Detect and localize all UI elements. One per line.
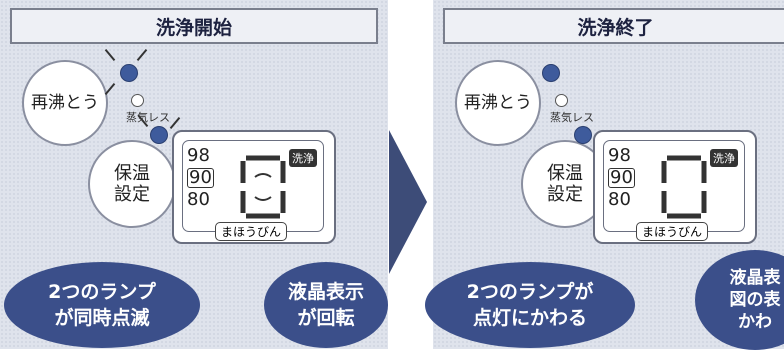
panel-title: 洗浄終了 (443, 8, 784, 44)
wash-end-panel: 洗浄終了 再沸とう 蒸気レス 保温 設定 98 90 80 洗浄 まほうびん 2… (425, 0, 784, 350)
wash-badge: 洗浄 (289, 149, 317, 167)
steamless-lamp-icon (131, 94, 144, 107)
wash-badge: 洗浄 (710, 149, 738, 167)
steamless-label: 蒸気レス (550, 111, 594, 124)
reboil-lamp-icon (120, 64, 138, 82)
blink-ray-icon (104, 82, 116, 96)
temp-90: 90 (187, 167, 214, 188)
temp-list: 98 90 80 (187, 145, 214, 211)
caption-lcd: 液晶表 図の表 かわ (695, 250, 784, 350)
blink-ray-icon (136, 48, 148, 62)
reboil-button[interactable]: 再沸とう (22, 60, 108, 146)
keep-warm-lamp-icon (574, 126, 592, 144)
temp-98: 98 (187, 145, 210, 166)
blink-ray-icon (169, 116, 181, 130)
reboil-button[interactable]: 再沸とう (455, 60, 541, 146)
blink-ray-icon (104, 48, 116, 62)
steamless-lamp-icon (555, 94, 568, 107)
steamless-label: 蒸気レス (126, 111, 170, 124)
temp-80: 80 (187, 189, 210, 210)
keep-warm-lamp-icon (150, 126, 168, 144)
caption-lamps: 2つのランプ が同時点滅 (4, 262, 200, 348)
lcd-display: 98 90 80 洗浄 まほうびん (172, 130, 336, 244)
panel-title: 洗浄開始 (10, 8, 378, 44)
rotating-segment-icon (240, 155, 286, 219)
caption-lamps: 2つのランプが 点灯にかわる (425, 262, 635, 348)
reboil-lamp-icon (542, 64, 560, 82)
segment-frame-icon (661, 155, 707, 219)
temp-90: 90 (608, 167, 635, 188)
temp-80: 80 (608, 189, 631, 210)
lcd-display: 98 90 80 洗浄 まほうびん (593, 130, 757, 244)
keep-warm-button[interactable]: 保温 設定 (88, 140, 176, 228)
caption-lcd: 液晶表示 が回転 (264, 262, 388, 348)
temp-98: 98 (608, 145, 631, 166)
mode-label: まほうびん (636, 222, 709, 241)
next-arrow-icon (389, 130, 427, 274)
temp-list: 98 90 80 (608, 145, 635, 211)
mode-label: まほうびん (215, 222, 288, 241)
wash-start-panel: 洗浄開始 再沸とう 蒸気レス 保温 設定 98 90 80 洗浄 まほうびん 2… (0, 0, 388, 349)
